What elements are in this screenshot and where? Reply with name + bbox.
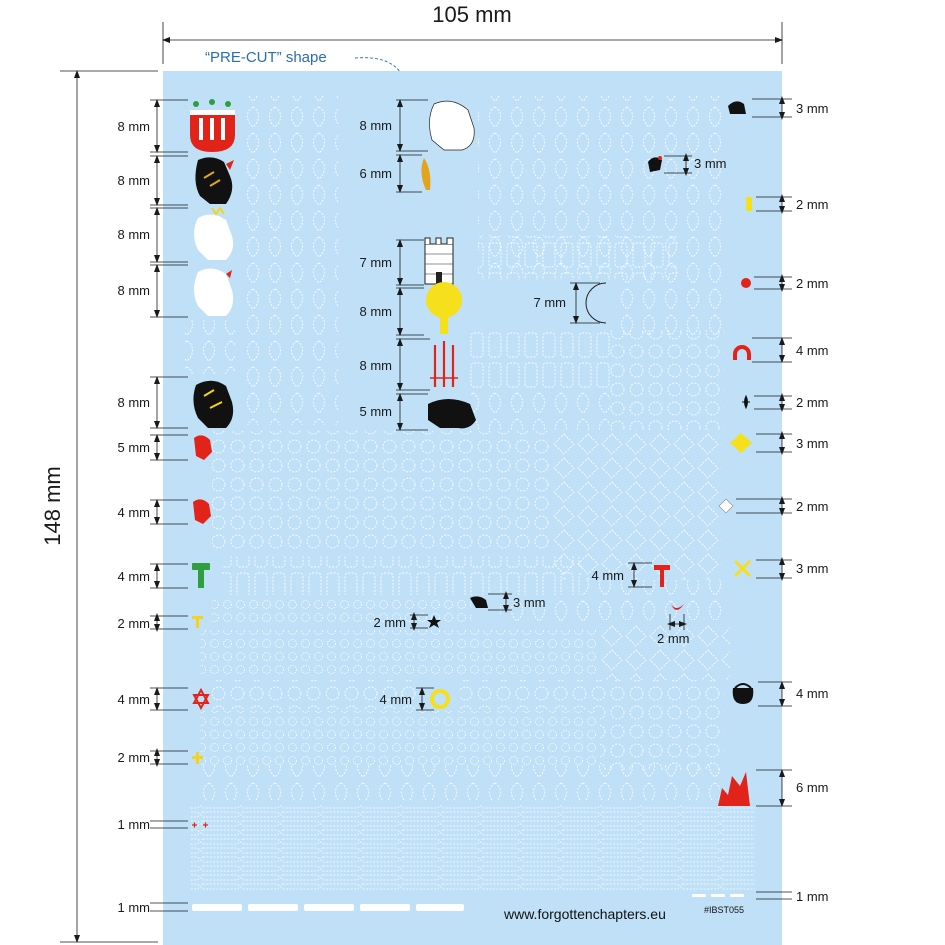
dim-label-right-10: 6 mm <box>796 780 829 795</box>
dim-label-left-5: 8 mm <box>118 395 151 410</box>
width-dimension: 105 mm <box>162 2 783 64</box>
red-crescent-icon <box>671 604 684 610</box>
white-strip-icon <box>192 904 464 911</box>
height-dimension: 148 mm <box>40 70 158 943</box>
yellow-lozenge-icon <box>730 433 752 453</box>
white-griffin-icon <box>429 100 475 151</box>
dim-label-mid-8: 3 mm <box>694 156 727 171</box>
red-lion-small-icon <box>194 435 212 460</box>
left-dimension-labels: 8 mm 8 mm 8 mm 8 mm 8 mm 5 mm 4 mm 4 mm … <box>118 119 151 915</box>
height-label: 148 mm <box>40 466 65 545</box>
white-lion-icon <box>194 268 234 316</box>
dim-label-left-12: 1 mm <box>118 817 151 832</box>
dim-label-left-10: 4 mm <box>118 692 151 707</box>
middle-dimension-labels: 8 mm 6 mm 7 mm 8 mm 8 mm 5 mm 7 mm 3 mm … <box>360 118 727 707</box>
dim-label-mid-10: 3 mm <box>513 595 546 610</box>
precut-outlines <box>185 95 755 890</box>
yellow-tau-cross-icon <box>192 616 203 628</box>
dimension-lines <box>150 96 792 912</box>
dim-label-left-2: 8 mm <box>118 173 151 188</box>
black-star-icon <box>427 615 441 628</box>
white-lion-crowned-icon <box>194 206 234 260</box>
black-bird-icon <box>470 596 488 608</box>
dim-label-left-13: 1 mm <box>118 900 151 915</box>
red-castle-icon <box>718 772 750 806</box>
yellow-saltire-icon <box>733 559 752 578</box>
precut-label: “PRE-CUT” shape <box>205 49 327 66</box>
rooster-icon <box>648 156 662 172</box>
dim-label-right-2: 2 mm <box>796 197 829 212</box>
dim-label-mid-3: 7 mm <box>360 255 393 270</box>
yellow-bar-icon <box>746 197 752 211</box>
red-lion-tiny-icon <box>193 499 211 524</box>
yellow-ring-icon <box>430 689 450 709</box>
dim-label-mid-4: 8 mm <box>360 304 393 319</box>
dim-label-mid-11: 2 mm <box>374 615 407 630</box>
dim-label-right-11: 1 mm <box>796 889 829 904</box>
dim-label-mid-12: 2 mm <box>657 631 690 646</box>
black-lion-gold-icon <box>193 380 234 428</box>
width-label: 105 mm <box>432 2 511 27</box>
crescent-moon-icon <box>585 282 607 324</box>
red-hammer-icon <box>654 565 670 587</box>
black-lion-icon <box>195 157 234 204</box>
dim-label-mid-9: 4 mm <box>592 568 625 583</box>
fleur-de-lis-icon <box>742 394 750 410</box>
dim-label-mid-6: 5 mm <box>360 404 393 419</box>
green-hammer-icon <box>192 563 210 588</box>
dim-label-mid-2: 6 mm <box>360 166 393 181</box>
dim-label-left-3: 8 mm <box>118 227 151 242</box>
red-swords-icon <box>430 341 458 387</box>
dim-label-right-5: 2 mm <box>796 395 829 410</box>
castle-tower-icon <box>424 237 454 285</box>
black-lion-passant-icon <box>428 399 476 429</box>
dim-label-left-9: 2 mm <box>118 616 151 631</box>
dim-label-mid-13: 4 mm <box>380 692 413 707</box>
dim-label-mid-1: 8 mm <box>360 118 393 133</box>
white-dashes-icon <box>692 894 744 897</box>
dim-label-left-4: 8 mm <box>118 283 151 298</box>
dim-label-right-1: 3 mm <box>796 101 829 116</box>
dim-label-mid-5: 8 mm <box>360 358 393 373</box>
dim-label-left-6: 5 mm <box>118 440 151 455</box>
yellow-tree-icon <box>426 282 462 334</box>
right-dimension-labels: 3 mm 2 mm 2 mm 4 mm 2 mm 3 mm 2 mm 3 mm … <box>796 101 829 904</box>
dim-label-right-3: 2 mm <box>796 276 829 291</box>
eagle-crown-shield-icon <box>190 99 235 152</box>
dim-label-right-9: 4 mm <box>796 686 829 701</box>
yellow-cross-icon <box>192 752 203 764</box>
white-lozenge-icon <box>718 498 734 514</box>
website-url: www.forgottenchapters.eu <box>503 906 666 922</box>
dim-label-right-7: 2 mm <box>796 499 829 514</box>
dim-label-left-8: 4 mm <box>118 569 151 584</box>
red-horseshoe-icon <box>733 345 751 360</box>
tiny-red-cross-icon <box>192 822 208 828</box>
dim-label-right-4: 4 mm <box>796 343 829 358</box>
dim-label-right-6: 3 mm <box>796 436 829 451</box>
black-boar-icon <box>728 101 746 114</box>
red-star-of-david-icon <box>192 687 210 711</box>
dim-label-right-8: 3 mm <box>796 561 829 576</box>
dim-label-mid-7: 7 mm <box>534 295 567 310</box>
dim-label-left-1: 8 mm <box>118 119 151 134</box>
dim-label-left-7: 4 mm <box>118 505 151 520</box>
sheet-code: #IBST055 <box>704 905 744 915</box>
wheat-sheaf-icon <box>421 158 431 190</box>
black-cauldron-icon <box>732 683 754 704</box>
dim-label-left-11: 2 mm <box>118 750 151 765</box>
red-rose-icon <box>741 278 751 288</box>
